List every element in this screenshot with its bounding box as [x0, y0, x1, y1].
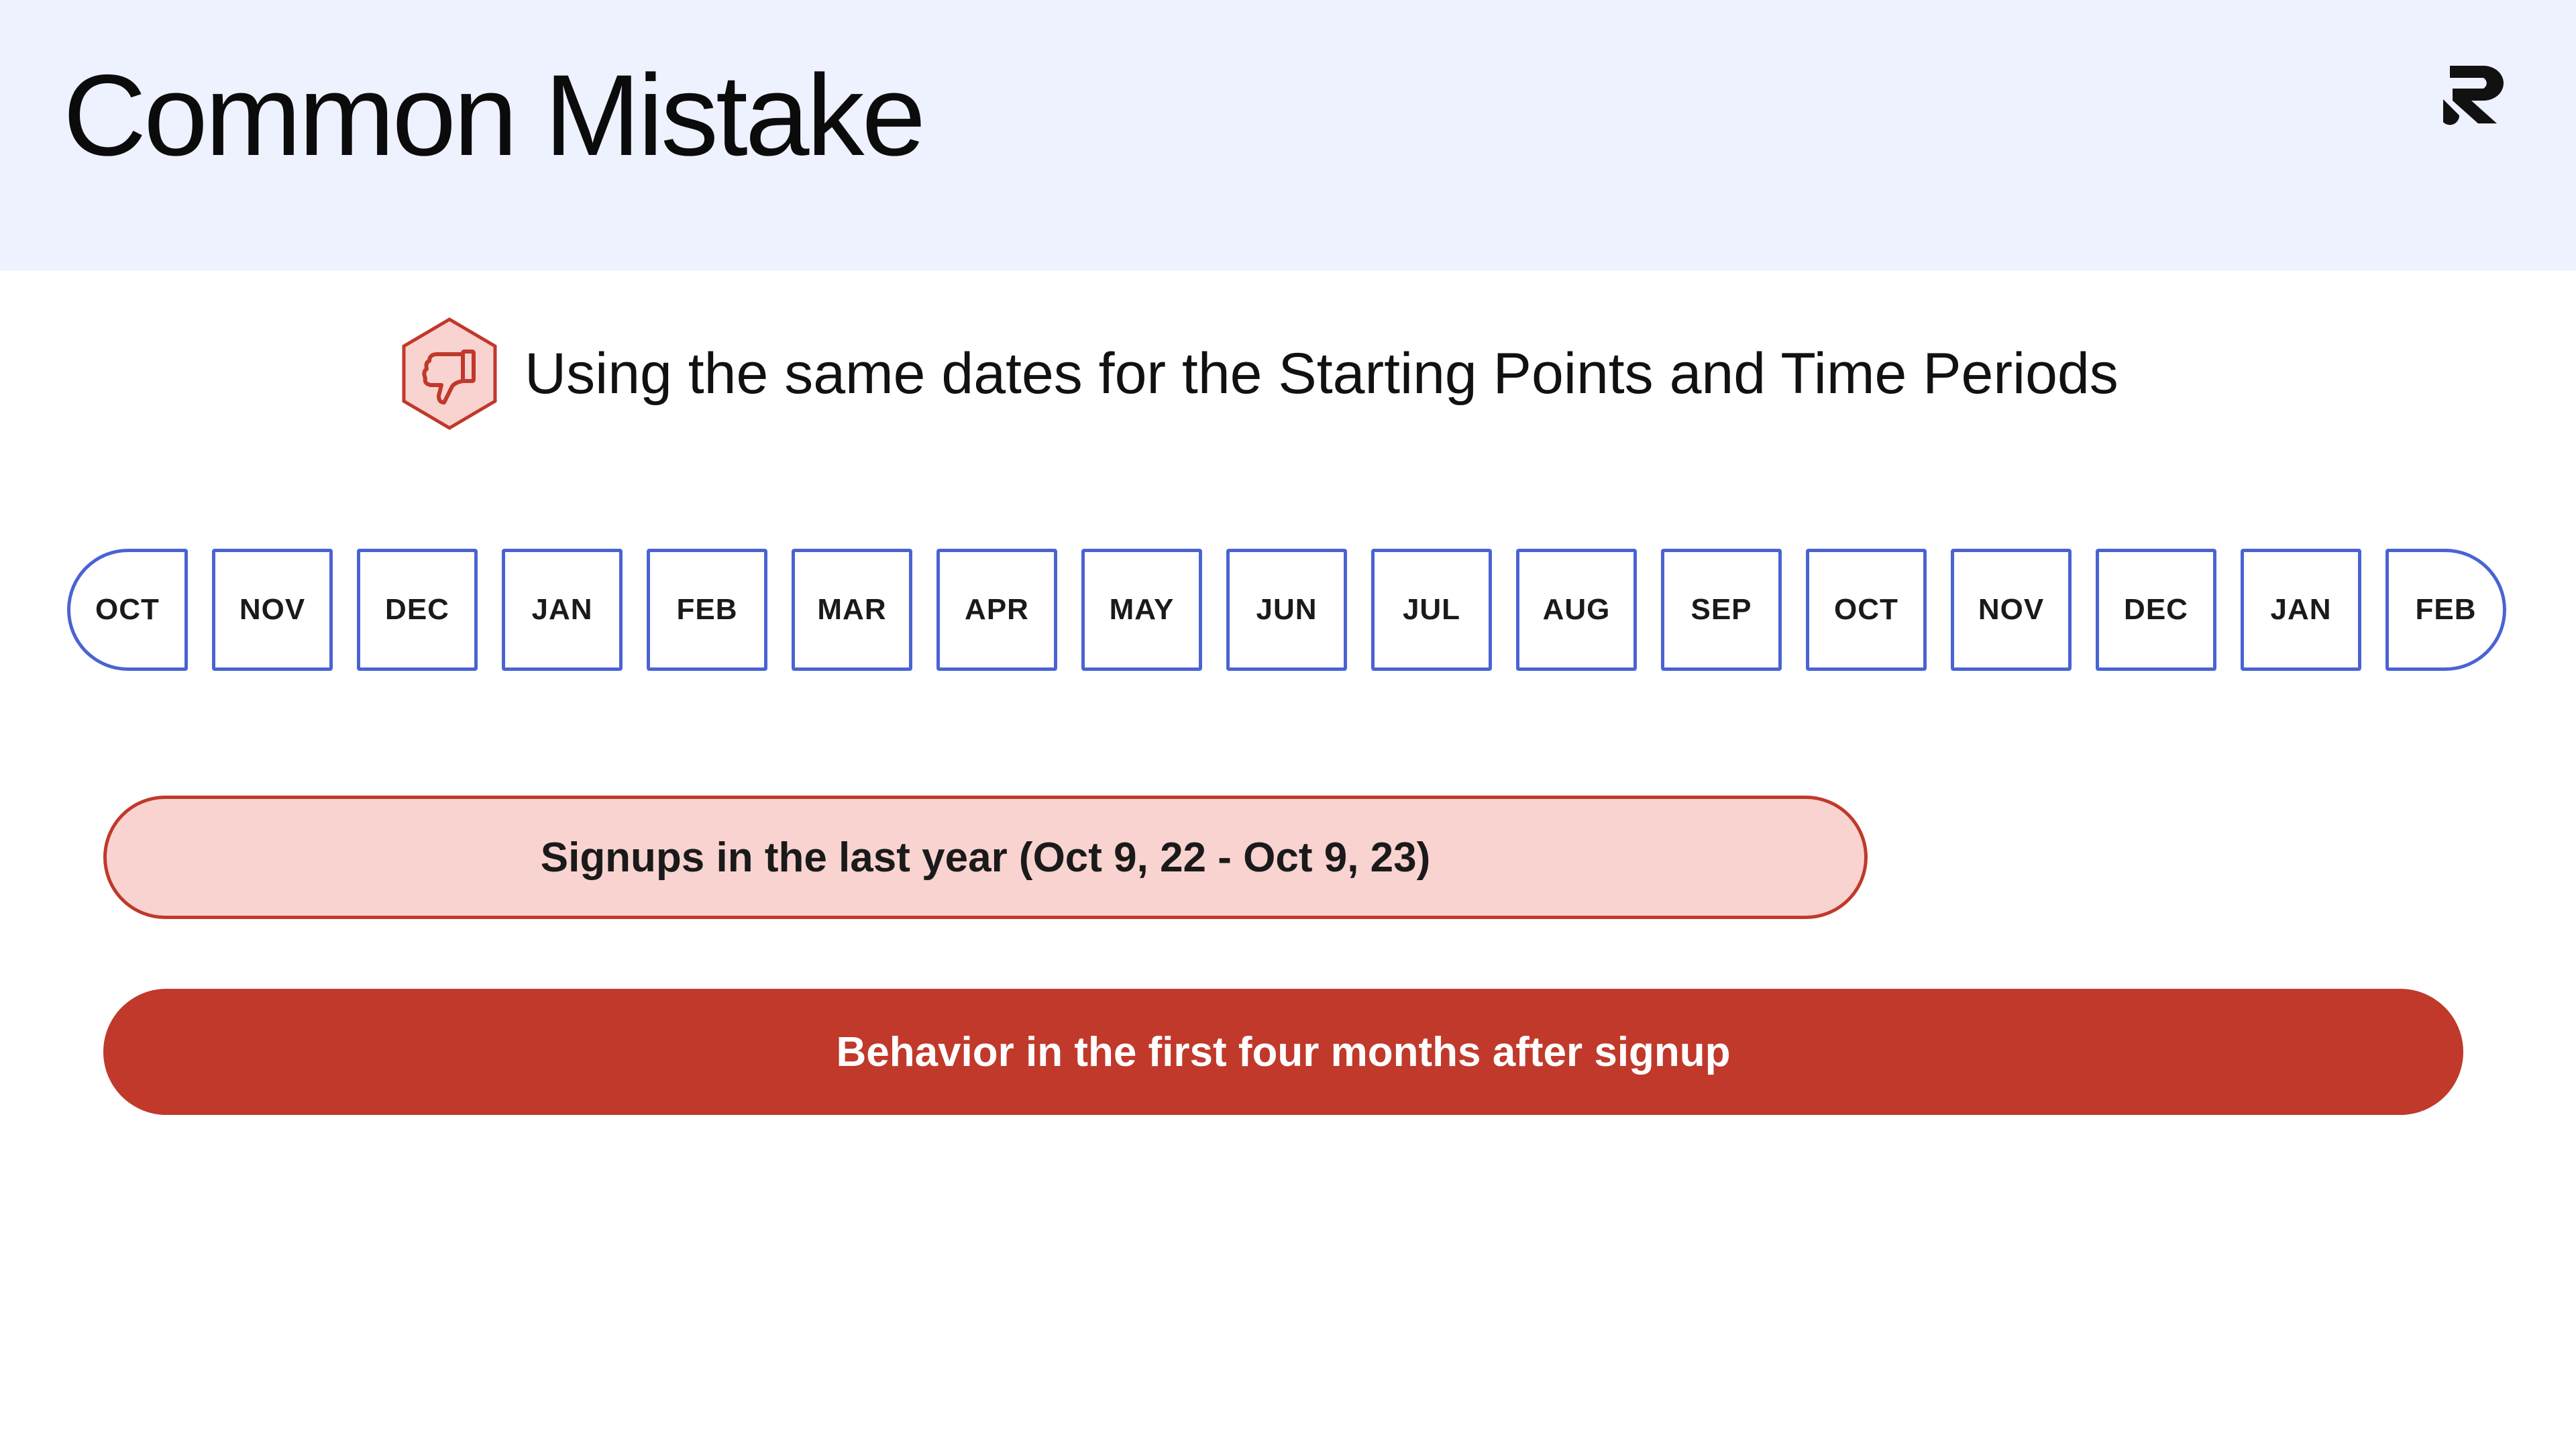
month-cell: AUG: [1516, 549, 1637, 671]
brand-logo-icon: [2443, 66, 2504, 125]
month-cell: OCT: [1806, 549, 1927, 671]
month-cell: SEP: [1661, 549, 1782, 671]
signups-period-label: Signups in the last year (Oct 9, 22 - Oc…: [540, 834, 1431, 881]
behavior-period-bar: Behavior in the first four months after …: [103, 989, 2463, 1115]
month-cell: MAY: [1081, 549, 1202, 671]
month-cell: FEB: [2385, 549, 2506, 671]
month-cell: JUN: [1226, 549, 1347, 671]
subtitle-row: Using the same dates for the Starting Po…: [400, 317, 2118, 431]
month-cell: JUL: [1371, 549, 1492, 671]
signups-period-bar: Signups in the last year (Oct 9, 22 - Oc…: [103, 796, 1868, 919]
behavior-period-label: Behavior in the first four months after …: [836, 1028, 1731, 1075]
month-cell: JAN: [502, 549, 623, 671]
thumbs-down-icon: [402, 317, 497, 430]
month-cell: DEC: [2096, 549, 2216, 671]
month-cell: MAR: [792, 549, 912, 671]
month-cell: NOV: [1951, 549, 2072, 671]
month-cell: DEC: [357, 549, 478, 671]
month-cell: OCT: [67, 549, 188, 671]
month-cell: FEB: [647, 549, 767, 671]
header-band: Common Mistake: [0, 0, 2576, 270]
month-cell: APR: [936, 549, 1057, 671]
month-cell: NOV: [212, 549, 333, 671]
page-title: Common Mistake: [63, 51, 926, 180]
month-cell: JAN: [2241, 549, 2361, 671]
subtitle-text: Using the same dates for the Starting Po…: [525, 341, 2118, 406]
